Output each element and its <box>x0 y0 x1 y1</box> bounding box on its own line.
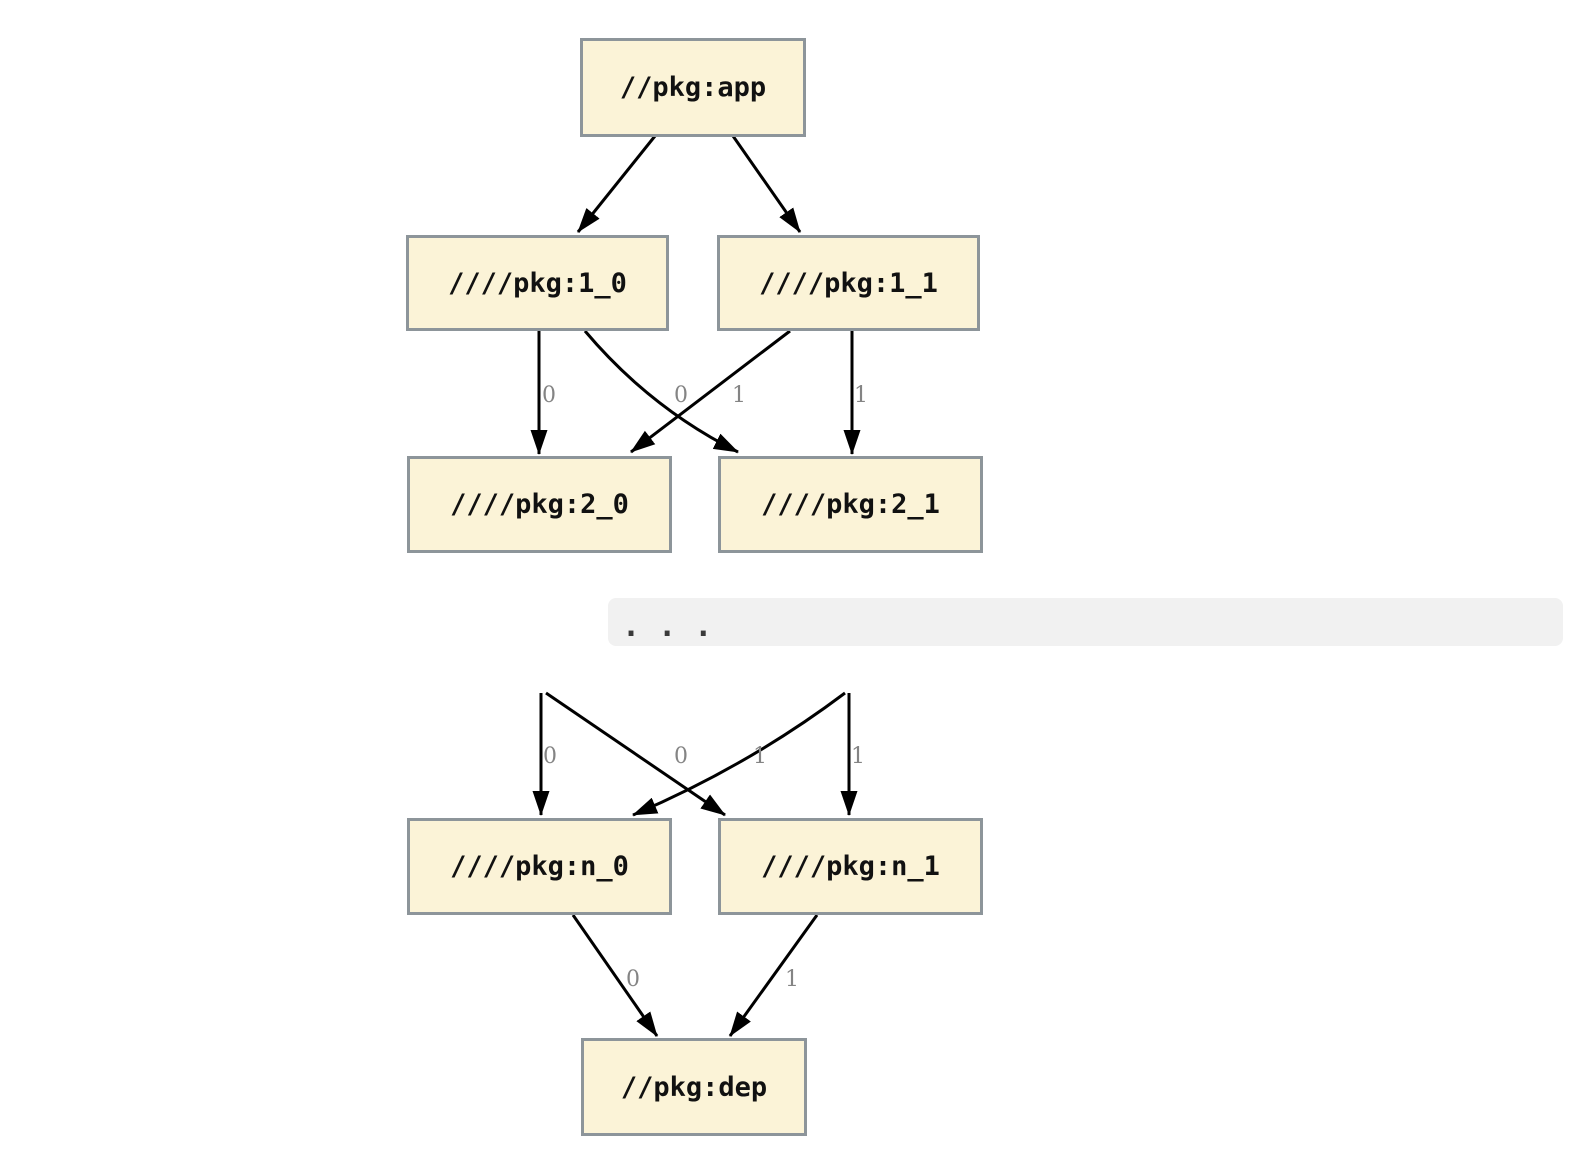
edge-elided-to-n_1-cross <box>545 691 726 817</box>
node-pkg-app-label: //pkg:app <box>619 72 767 103</box>
node-pkg-2_0-label: ////pkg:2_0 <box>450 489 629 520</box>
edge-label-n_1-dep: 1 <box>785 967 799 992</box>
edge-label-1_1-2_1: 1 <box>854 383 868 408</box>
node-pkg-2_0: ////pkg:2_0 <box>407 456 672 553</box>
node-pkg-2_1-label: ////pkg:2_1 <box>761 489 940 520</box>
node-pkg-n_0: ////pkg:n_0 <box>407 818 672 915</box>
edge-1_0-to-2_1 <box>583 330 739 454</box>
edge-label-n_0-dep: 0 <box>626 967 640 992</box>
node-pkg-1_1-label: ////pkg:1_1 <box>759 267 938 299</box>
edge-n_1-to-dep <box>728 914 819 1037</box>
node-pkg-2_1: ////pkg:2_1 <box>718 456 983 553</box>
edge-app-to-1_0 <box>576 135 657 233</box>
node-pkg-1_0: ////pkg:1_0 <box>406 235 669 331</box>
edge-n_0-to-dep <box>571 914 659 1037</box>
edge-app-to-1_1 <box>731 135 802 233</box>
edge-elided-to-n_0-cross <box>632 691 846 817</box>
node-pkg-dep: //pkg:dep <box>581 1038 807 1136</box>
elided-layers-band: . . . <box>608 598 1563 646</box>
node-pkg-n_1: ////pkg:n_1 <box>718 818 983 915</box>
edge-label-elided-n_1-right: 1 <box>851 744 865 769</box>
edge-label-1_1-2_0: 1 <box>732 383 746 408</box>
edge-label-1_0-2_0: 0 <box>542 383 556 408</box>
ellipsis-dots: . . . <box>622 609 713 644</box>
node-pkg-n_1-label: ////pkg:n_1 <box>761 851 940 882</box>
node-pkg-dep-label: //pkg:dep <box>620 1071 768 1103</box>
edge-label-elided-n_0-left: 0 <box>543 744 557 769</box>
node-pkg-1_0-label: ////pkg:1_0 <box>448 267 627 299</box>
edge-label-1_0-2_1: 0 <box>674 383 688 408</box>
node-pkg-n_0-label: ////pkg:n_0 <box>450 851 629 882</box>
node-pkg-1_1: ////pkg:1_1 <box>717 235 980 331</box>
edge-label-elided-n_1-cross: 0 <box>674 744 688 769</box>
node-pkg-app: //pkg:app <box>580 38 806 137</box>
edge-1_1-to-2_0 <box>630 329 791 454</box>
edge-label-elided-n_0-cross: 1 <box>753 744 767 769</box>
